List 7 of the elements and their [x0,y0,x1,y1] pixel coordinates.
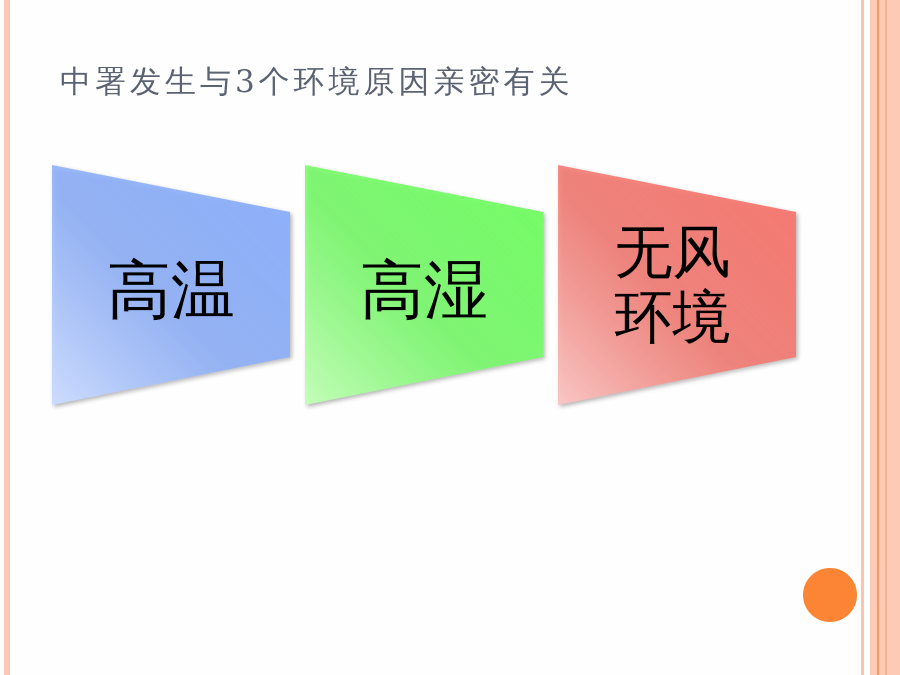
panel-label: 高湿 [360,256,488,328]
panel-label: 高温 [107,256,235,328]
slide-title: 中署发生与3个环境原因亲密有关 [60,64,574,102]
trapezoid-panel [52,165,290,405]
panel-label: 无风环境 [614,220,732,350]
trapezoid-panel [558,165,796,405]
trapezoid-panel [305,165,543,405]
